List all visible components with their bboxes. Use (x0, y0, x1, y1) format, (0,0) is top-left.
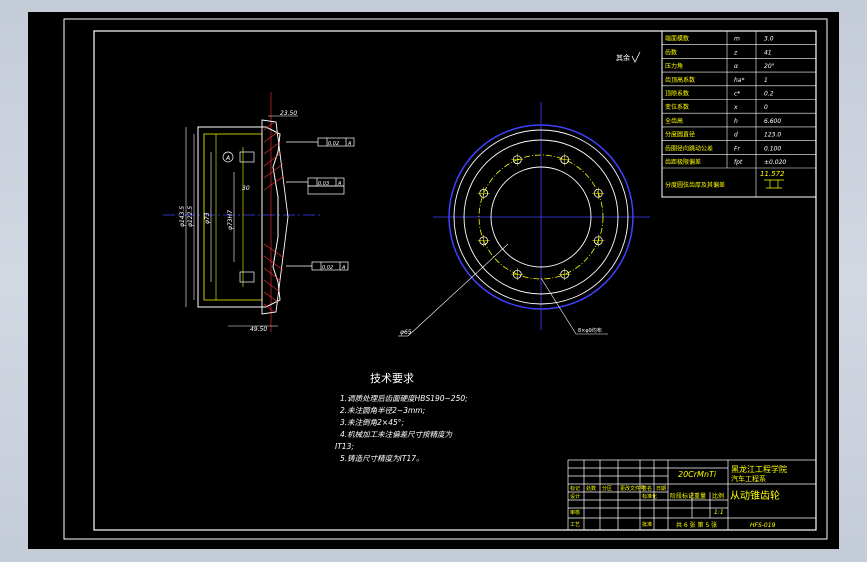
sheet-count: 共 6 张 第 5 张 (676, 521, 717, 529)
tech-line: 2.未注圆角半径2~3mm; (340, 406, 425, 415)
param-symbol: d (734, 132, 738, 139)
fcf-datum-3: A (341, 265, 346, 271)
inner-border (93, 30, 817, 531)
title-block-cell: 审核 (570, 509, 580, 516)
department: 汽车工程系 (731, 474, 766, 483)
fcf-value-2: 0.03 (318, 181, 329, 187)
scale-label: 比例 (712, 492, 724, 500)
datum-marker: A (225, 155, 230, 162)
param-name: 齿距极限偏差 (665, 158, 701, 166)
title-block-cell: 标记 (570, 485, 580, 492)
param-symbol: Fr (734, 145, 740, 152)
param-name: 顶隙系数 (665, 90, 689, 98)
param-symbol: α (734, 63, 738, 70)
param-name: 分度圆直径 (665, 131, 695, 139)
param-value: 6.600 (764, 118, 781, 125)
dim-dia-3: φ73 (204, 212, 211, 224)
mating-gear-label: 分度圆弦齿厚及其偏差 (665, 181, 725, 189)
dim-top: 23.50 (280, 110, 297, 117)
title-block-cell: 日期 (656, 486, 666, 492)
material: 20CrMnTi (678, 470, 717, 479)
param-name: 齿数 (665, 48, 677, 56)
tech-title: 技术要求 (370, 372, 414, 385)
param-name: 端面模数 (665, 35, 689, 43)
param-value: 20° (764, 63, 775, 70)
dim-bottom: 49.50 (250, 326, 267, 333)
title-block-cell: 工艺 (570, 522, 580, 528)
fcf-datum-1: A (347, 141, 352, 147)
mating-gear-value: 11.572 (760, 170, 785, 178)
title-block-cell: 更改文件号 (620, 485, 645, 492)
dim-bore: φ73H7 (227, 210, 234, 230)
param-name: 齿圈径向跳动公差 (665, 144, 713, 152)
param-value: 0.100 (764, 145, 781, 152)
tech-line: 4.机械加工未注偏差尺寸按精度为 (340, 430, 453, 439)
section-view: A φ143.5 φ122.5 φ73 φ73H7 30 23.50 49.50… (163, 92, 355, 333)
tech-line: 5.铸造尺寸精度为IT17。 (340, 454, 424, 463)
fcf-value-3: 0.02 (322, 265, 333, 271)
scale-value: 1:1 (714, 509, 724, 516)
title-block-cell: 分区 (602, 485, 612, 492)
title-block-cell: 批准 (642, 521, 652, 528)
param-value: 1 (764, 77, 768, 84)
outer-border (63, 18, 828, 540)
param-name: 全齿高 (665, 117, 683, 125)
param-value: 123.0 (764, 132, 781, 139)
param-value: 41 (764, 49, 772, 56)
param-symbol: ha* (734, 77, 744, 84)
cad-viewport[interactable]: 其余 端面模数 m 3.0 齿数 z 41 压力角 α 20° 齿顶高系数 ha* 1 顶隙系数 c* 0.… (28, 12, 839, 549)
stage-mark-label: 阶段标记 (670, 492, 694, 500)
drawing-number: HFS-019 (750, 522, 776, 529)
param-symbol: h (734, 118, 738, 125)
dim-dia-2: φ122.5 (187, 206, 194, 227)
tech-requirements: 1.调质处理后齿面硬度HBS190~250; 2.未注圆角半径2~3mm; 3.未注… (335, 394, 468, 463)
fcf-datum-2: A (337, 181, 342, 187)
fcf-value-1: 0.02 (328, 141, 339, 147)
title-block (567, 459, 817, 531)
param-symbol: fpt (734, 159, 743, 166)
school-name: 黑龙江工程学院 (731, 464, 787, 474)
weight-label: 重量 (694, 492, 706, 500)
drawing-canvas: 其余 端面模数 m 3.0 齿数 z 41 压力角 α 20° 齿顶高系数 ha* 1 顶隙系数 c* 0.… (63, 18, 828, 540)
tech-line: 1.调质处理后齿面硬度HBS190~250; (340, 394, 468, 403)
front-view: φ65 8×φ9均布 (398, 102, 650, 337)
param-value: 0 (764, 104, 768, 111)
tech-line: 3.未注倒角2×45°; (340, 418, 404, 427)
param-name: 变位系数 (665, 103, 689, 111)
title-block-cell: 签名 (642, 485, 652, 492)
tech-line: IT13; (335, 442, 354, 451)
part-name: 从动锥齿轮 (730, 489, 780, 502)
param-value: 3.0 (764, 36, 774, 43)
title-block-cell: 处数 (586, 485, 596, 492)
roughness-note: 其余 (616, 53, 630, 62)
dim-outer-dia: φ143.5 (179, 206, 186, 227)
param-name: 齿顶高系数 (665, 76, 695, 84)
param-symbol: m (734, 36, 740, 43)
datum-circle-icon (222, 151, 234, 163)
dim-diameter-65: φ65 (400, 329, 412, 336)
param-name: 压力角 (665, 62, 683, 70)
roughness-icon (631, 51, 641, 63)
param-symbol: z (733, 49, 738, 56)
title-block-cell: 设计 (570, 493, 580, 500)
chordal-thickness-icon (764, 179, 784, 189)
title-block-cell: 标准化 (642, 493, 657, 500)
param-value: ±0.020 (764, 159, 786, 166)
holes-note: 8×φ9均布 (578, 327, 602, 334)
parameter-table: 端面模数 m 3.0 齿数 z 41 压力角 α 20° 齿顶高系数 ha* 1 顶隙系数 c* 0.2 变位… (661, 30, 817, 198)
param-symbol: c* (734, 91, 740, 98)
param-symbol: x (733, 104, 738, 111)
dim-ref-30: 30 (242, 185, 250, 192)
param-value: 0.2 (764, 91, 774, 98)
